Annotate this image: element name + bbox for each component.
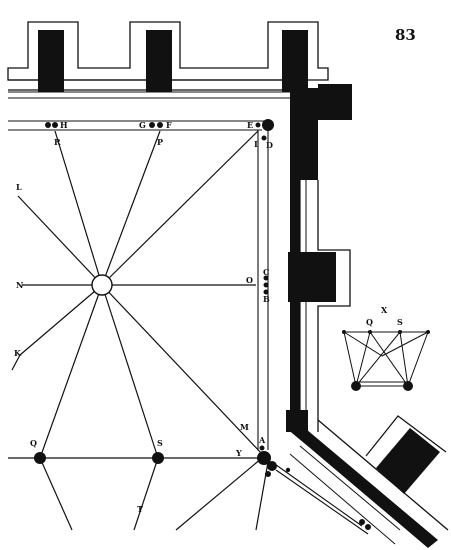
merlon-1 <box>38 30 64 92</box>
inset-label-q: Q <box>366 317 373 327</box>
rigging-lines <box>8 130 269 531</box>
label-e: E <box>247 120 253 130</box>
label-o: O <box>246 275 253 285</box>
diagram-labels: H G F E R P I D L N O C B K M A Q S Y T <box>14 120 273 514</box>
diagonal-wall <box>286 415 449 548</box>
inset-label-x: X <box>381 305 388 315</box>
right-wall <box>266 84 352 432</box>
inset-diagram: X Q S <box>342 305 430 391</box>
spars <box>8 120 369 535</box>
merlon-3 <box>282 30 308 92</box>
label-s: S <box>157 438 163 448</box>
pulley-q <box>34 452 46 464</box>
label-d: D <box>266 140 273 150</box>
label-n: N <box>16 280 23 290</box>
label-a: A <box>258 435 266 445</box>
label-f: F <box>166 120 172 130</box>
label-q: Q <box>30 438 37 448</box>
pulley-s <box>152 452 164 464</box>
label-r: R <box>54 137 61 147</box>
diagonal-buttress <box>376 428 440 494</box>
label-g: G <box>139 120 146 130</box>
pulleys <box>34 119 371 530</box>
label-m: M <box>240 422 249 432</box>
inset-label-s: S <box>397 317 403 327</box>
label-t: T <box>137 504 143 514</box>
label-k: K <box>14 348 22 358</box>
label-i: I <box>254 139 258 149</box>
label-h: H <box>60 120 68 130</box>
top-wall <box>7 21 329 99</box>
label-c: C <box>263 267 269 277</box>
label-b: B <box>263 294 270 304</box>
label-y: Y <box>235 448 242 458</box>
label-l: L <box>16 182 22 192</box>
central-ring <box>91 274 113 296</box>
right-buttress <box>288 252 336 302</box>
page-number: 83 <box>395 26 416 44</box>
merlon-2 <box>146 30 172 92</box>
label-p: P <box>157 137 163 147</box>
